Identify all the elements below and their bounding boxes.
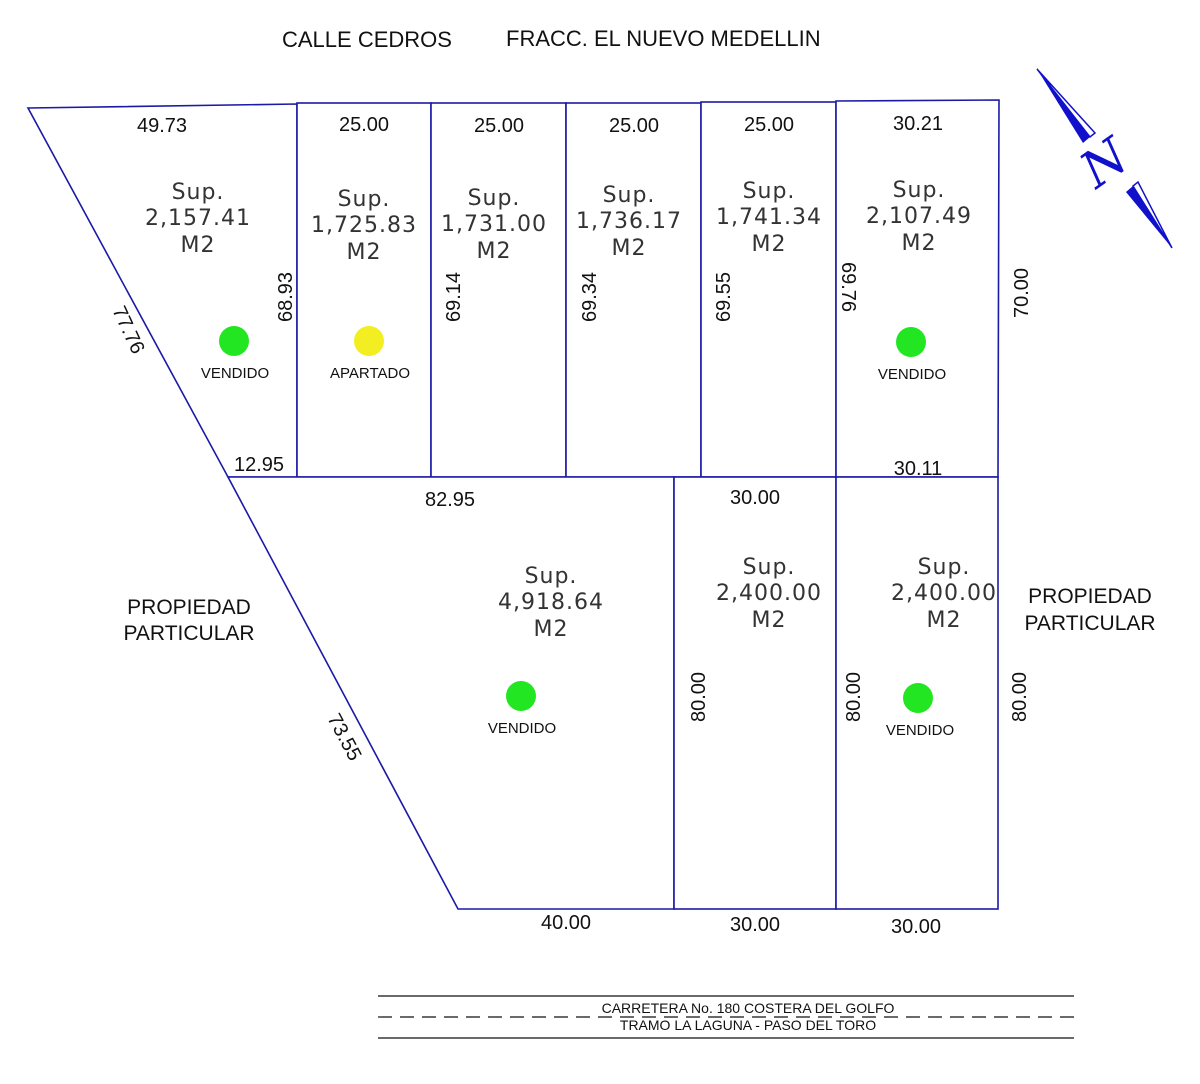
vendido-marker (896, 327, 926, 357)
svg-text:M2: M2 (902, 231, 937, 256)
svg-text:Sup.: Sup. (172, 180, 225, 205)
svg-text:Sup.: Sup. (603, 183, 656, 208)
highway: CARRETERA No. 180 COSTERA DEL GOLFO TRAM… (378, 995, 1074, 1039)
lot-4-front: 25.00 (609, 115, 659, 137)
svg-text:2,107.49: 2,107.49 (866, 204, 972, 229)
div-5-6-dim: 69.76 (837, 262, 859, 312)
lot-7-area: Sup. 4,918.64 M2 (498, 564, 604, 642)
svg-text:M2: M2 (927, 608, 962, 633)
svg-text:Sup.: Sup. (918, 555, 971, 580)
lot-7-bottom: 40.00 (541, 912, 591, 934)
lot-8-bottom: 30.00 (730, 914, 780, 936)
lot-1-status: VENDIDO (201, 365, 269, 382)
svg-text:2,400.00: 2,400.00 (891, 581, 997, 606)
lot-6[interactable] (835, 99, 1000, 478)
div-2-3-dim: 69.14 (443, 272, 465, 322)
subdivision-title: FRACC. EL NUEVO MEDELLIN (506, 26, 821, 51)
vendido-marker (903, 683, 933, 713)
lot-3-area: Sup. 1,731.00 M2 (441, 186, 547, 264)
lot-1-back-dim: 12.95 (234, 454, 284, 476)
lot-9-status: VENDIDO (886, 722, 954, 739)
lot-7-top: 82.95 (425, 489, 475, 511)
lot-8-top: 30.00 (730, 487, 780, 509)
lot-7[interactable] (226, 476, 675, 910)
north-arrow-icon: N (1036, 68, 1173, 249)
lot-7-status: VENDIDO (488, 720, 556, 737)
svg-text:1,741.34: 1,741.34 (716, 205, 822, 230)
apartado-marker (354, 326, 384, 356)
lot-6-status: VENDIDO (878, 366, 946, 383)
svg-text:M2: M2 (752, 232, 787, 257)
right-upper-dim: 70.00 (1011, 268, 1033, 318)
right-neighbor-line1: PROPIEDAD (1028, 585, 1152, 608)
lot-6-back-dim: 30.11 (894, 458, 943, 480)
lot-1-front: 49.73 (137, 115, 187, 137)
lot-2-front: 25.00 (339, 114, 389, 136)
lot-1-area: Sup. 2,157.41 M2 (145, 180, 251, 258)
svg-text:2,400.00: 2,400.00 (716, 581, 822, 606)
svg-text:M2: M2 (477, 239, 512, 264)
div-3-4-dim: 69.34 (579, 272, 601, 322)
svg-text:Sup.: Sup. (525, 564, 578, 589)
vendido-marker (219, 326, 249, 356)
lot-5-front: 25.00 (744, 114, 794, 136)
svg-text:1,736.17: 1,736.17 (576, 209, 682, 234)
highway-section: TRAMO LA LAGUNA - PASO DEL TORO (620, 1017, 876, 1033)
svg-text:M2: M2 (534, 617, 569, 642)
highway-name: CARRETERA No. 180 COSTERA DEL GOLFO (602, 1000, 895, 1016)
svg-text:4,918.64: 4,918.64 (498, 590, 604, 615)
lot-3-front: 25.00 (474, 115, 524, 137)
svg-text:M2: M2 (181, 233, 216, 258)
svg-text:2,157.41: 2,157.41 (145, 206, 251, 231)
left-neighbor-line2: PARTICULAR (123, 622, 254, 645)
svg-text:1,731.00: 1,731.00 (441, 212, 547, 237)
div-1-2-dim: 68.93 (275, 272, 297, 322)
right-lower-dim: 80.00 (1009, 672, 1031, 722)
lot-2[interactable] (296, 102, 432, 478)
lot-5[interactable] (700, 101, 837, 478)
svg-text:Sup.: Sup. (893, 178, 946, 203)
svg-text:Sup.: Sup. (743, 555, 796, 580)
svg-text:Sup.: Sup. (743, 179, 796, 204)
svg-text:1,725.83: 1,725.83 (311, 213, 417, 238)
svg-text:M2: M2 (752, 608, 787, 633)
svg-text:Sup.: Sup. (468, 186, 521, 211)
lot-2-status: APARTADO (330, 365, 410, 382)
right-neighbor-line2: PARTICULAR (1024, 612, 1155, 635)
lot-5-area: Sup. 1,741.34 M2 (716, 179, 822, 257)
lot-1[interactable] (26, 103, 298, 478)
lot-3[interactable] (430, 102, 567, 478)
div-b2-b3-dim: 80.00 (843, 672, 865, 722)
lot-6-front: 30.21 (893, 113, 943, 135)
left-neighbor-line1: PROPIEDAD (127, 596, 251, 619)
lot-2-area: Sup. 1,725.83 M2 (311, 187, 417, 265)
svg-text:M2: M2 (347, 240, 382, 265)
lot-8-area: Sup. 2,400.00 M2 (716, 555, 822, 633)
lot-8[interactable] (673, 476, 837, 910)
lot-6-area: Sup. 2,107.49 M2 (866, 178, 972, 256)
lot-9-bottom: 30.00 (891, 916, 941, 938)
street-title: CALLE CEDROS (282, 27, 452, 52)
lot-4-area: Sup. 1,736.17 M2 (576, 183, 682, 261)
vendido-marker (506, 681, 536, 711)
svg-text:M2: M2 (612, 236, 647, 261)
div-4-5-dim: 69.55 (713, 272, 735, 322)
svg-text:Sup.: Sup. (338, 187, 391, 212)
lot-9-area: Sup. 2,400.00 M2 (891, 555, 997, 633)
div-b1-b2-dim: 80.00 (688, 672, 710, 722)
